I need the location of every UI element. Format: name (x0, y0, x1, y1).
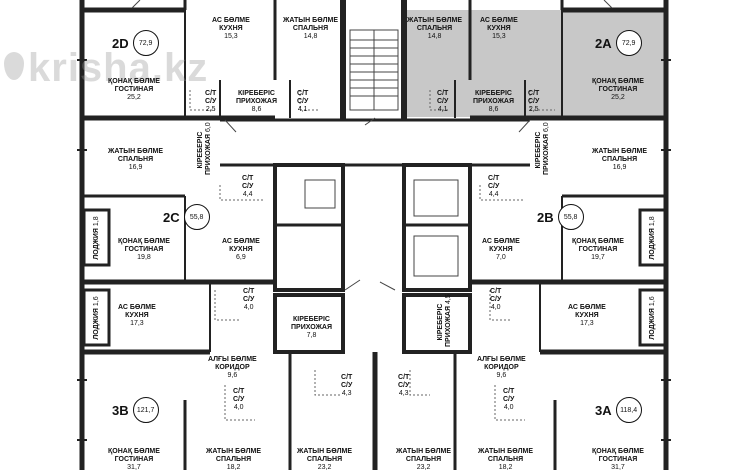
doors (131, 0, 613, 291)
window-marks-right (661, 59, 671, 441)
loggia-2b (638, 208, 667, 267)
wall-2c-right (273, 165, 472, 282)
elevators (304, 179, 459, 277)
room-label-vertical: ЛОДЖИЯ 1,6 (649, 296, 656, 340)
apartment-2a-highlight (404, 10, 664, 117)
lower-wall-bed-left (183, 400, 557, 470)
stairs (349, 29, 399, 111)
corridor-wall (220, 118, 530, 167)
loggia-3b (82, 288, 111, 347)
window-marks-left (77, 59, 87, 441)
room-label-vertical: ЛОДЖИЯ 1,8 (649, 216, 656, 260)
fixtures (189, 90, 555, 421)
wall-3b-mid (209, 282, 541, 352)
watermark-pin-icon (4, 52, 24, 80)
top-wall-2d (183, 0, 277, 80)
lower-core (273, 293, 472, 354)
loggia-2c (82, 208, 111, 267)
wall-bath-2d (219, 80, 526, 118)
watermark: krisha.kz (28, 46, 209, 90)
wall-2d-mid (184, 10, 563, 118)
room-label-vertical: ЛОДЖИЯ 1,8 (93, 216, 100, 260)
top-wall-2a (468, 0, 564, 80)
center-core (273, 163, 345, 292)
room-label-vertical: ЛОДЖИЯ 1,6 (93, 296, 100, 340)
loggia-3a (638, 288, 667, 347)
